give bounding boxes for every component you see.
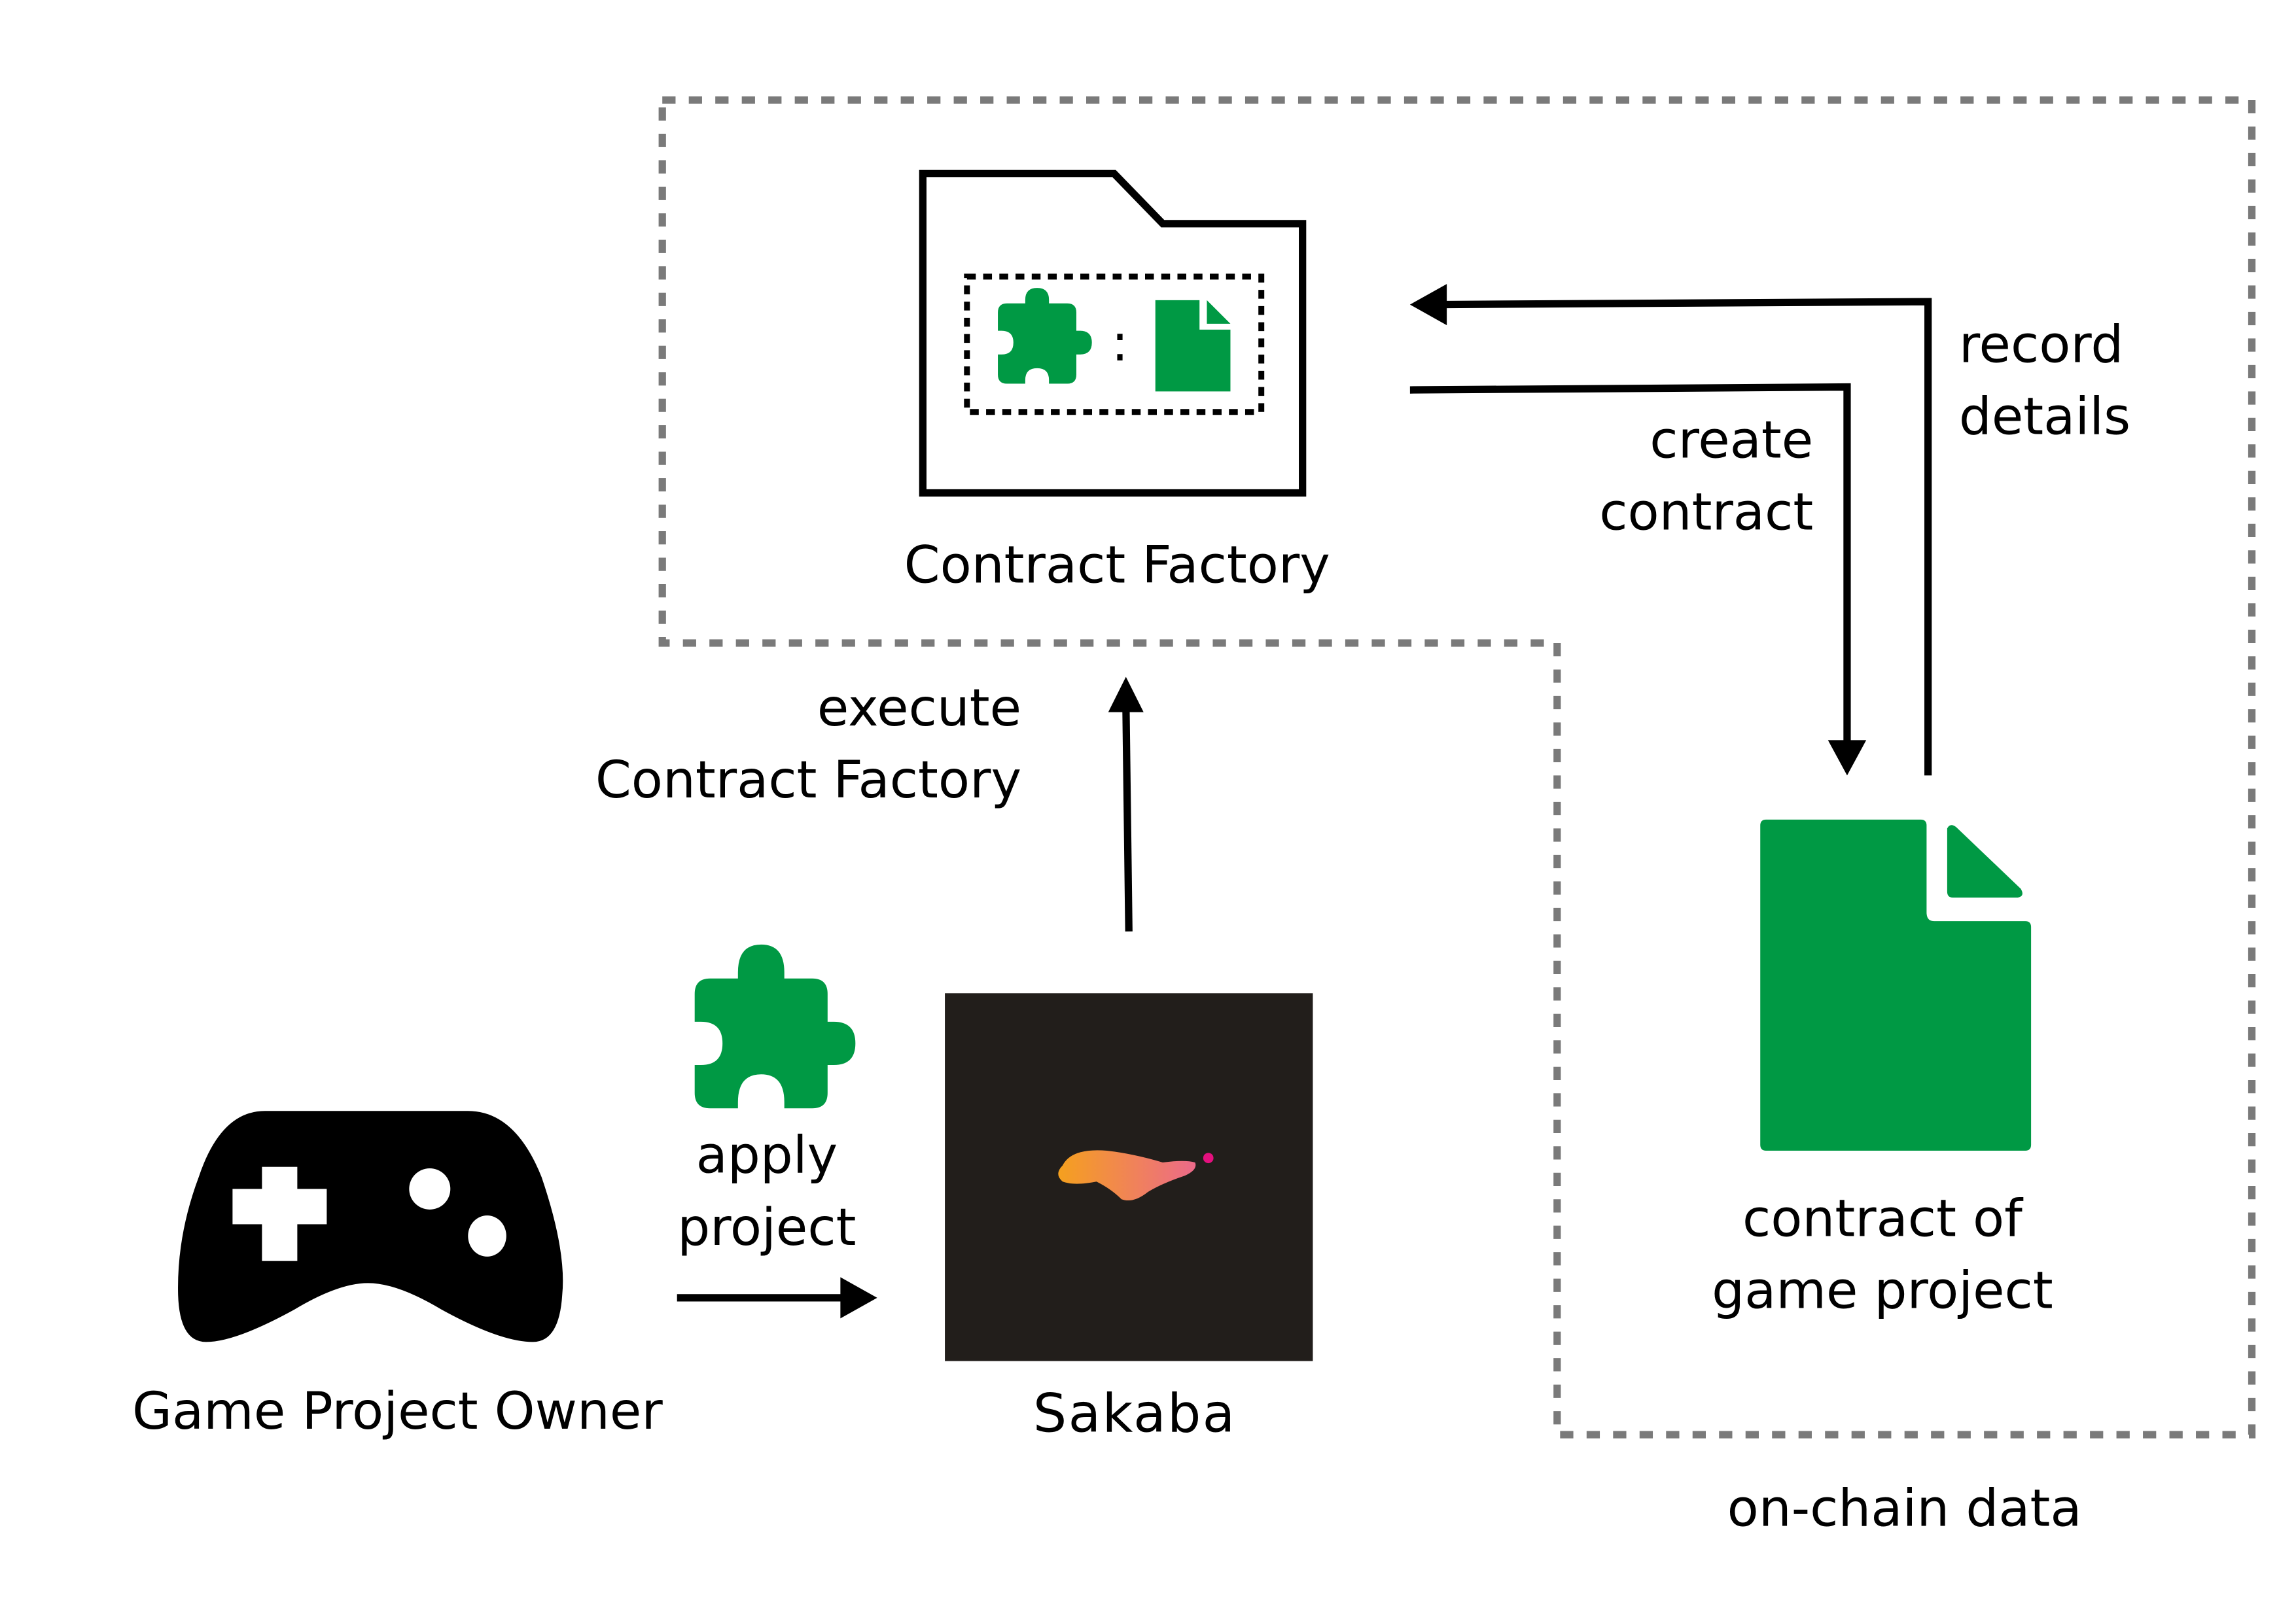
sakaba-logo-dot: [1203, 1153, 1214, 1164]
on-chain-region-border: [658, 96, 2256, 1439]
sakaba-node[interactable]: Sakaba: [945, 993, 1313, 1445]
document-icon: [1155, 300, 1231, 392]
contract-factory-node[interactable]: : Contract Factory: [904, 169, 1330, 595]
inner-dotted-frame: [964, 273, 1265, 415]
execute-label-line1: execute: [817, 678, 1021, 738]
execute-label-line2: Contract Factory: [595, 750, 1021, 810]
record-details-arrow: [1409, 284, 1932, 776]
inner-separator: :: [1111, 313, 1129, 373]
game-project-owner-node[interactable]: Game Project Owner: [132, 1111, 663, 1441]
record-details-label-line2: details: [1959, 387, 2130, 447]
gamepad-icon: [178, 1111, 563, 1342]
create-contract-label-line2: contract: [1599, 482, 1813, 542]
puzzle-piece-icon: [694, 944, 856, 1109]
apply-project-label-line2: project: [677, 1197, 856, 1257]
game-project-owner-label: Game Project Owner: [132, 1381, 663, 1441]
create-contract-arrow: [1409, 383, 1867, 776]
contract-of-game-project-label-line2: game project: [1712, 1261, 2053, 1321]
create-contract-label-line1: create: [1650, 410, 1813, 470]
puzzle-piece-icon: [998, 288, 1092, 384]
sakaba-logo: [1058, 1150, 1196, 1201]
contract-factory-label: Contract Factory: [904, 535, 1330, 595]
on-chain-data-label: on-chain data: [1727, 1478, 2082, 1539]
contract-of-game-project-label-line1: contract of: [1742, 1188, 2024, 1248]
execute-factory-arrow: [1108, 676, 1144, 932]
folder-icon: [919, 169, 1307, 497]
contract-of-game-project-node[interactable]: contract of game project: [1712, 819, 2053, 1321]
sakaba-label: Sakaba: [1033, 1384, 1237, 1445]
document-icon: [1760, 819, 2032, 1151]
apply-project-label-line1: apply: [696, 1125, 838, 1185]
apply-project-arrow: [677, 1277, 877, 1319]
record-details-label-line1: record: [1959, 314, 2123, 374]
